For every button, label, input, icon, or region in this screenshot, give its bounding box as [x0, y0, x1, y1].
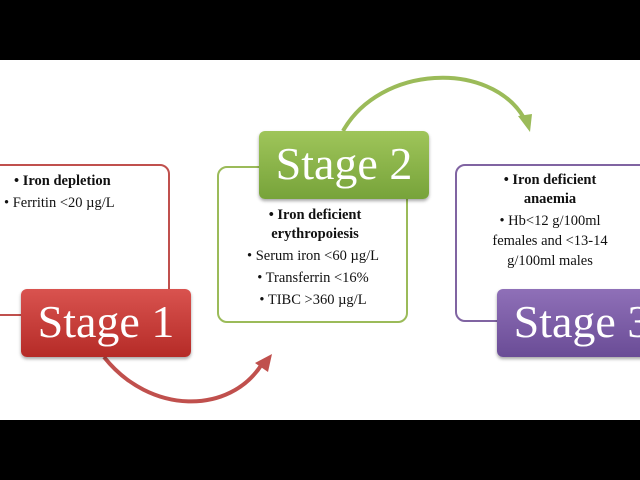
stage-2-bullet: • Transferrin <16% [257, 270, 369, 286]
stage-1-heading: • Iron depletion [14, 173, 111, 189]
green-curved-arrow [341, 75, 526, 132]
stage-2-bullet: • TIBC >360 µg/L [259, 292, 367, 308]
stage-2-heading-line-1: • Iron deficient [268, 207, 362, 223]
stage-3-bullet-line: g/100ml males [507, 253, 593, 269]
stage-1-label: Stage 1 [21, 289, 191, 357]
stage-2-heading-line-2: erythropoiesis [271, 226, 359, 242]
stage-2-bullet: • Serum iron <60 µg/L [247, 248, 379, 264]
stage-3-heading-line-1: • Iron deficient [503, 172, 597, 188]
stage-1-bullet: • Ferritin <20 µg/L [4, 195, 115, 211]
stage-3-label: Stage 3 [497, 289, 640, 357]
green-arrowhead-icon [518, 114, 532, 132]
stage-2-label: Stage 2 [259, 131, 429, 199]
red-curved-arrow [102, 355, 264, 404]
connector-arrows [102, 75, 532, 404]
stage-3-bullet-line: • Hb<12 g/100ml [499, 213, 601, 229]
slide: • Iron depletion • Ferritin <20 µg/L • I… [0, 60, 640, 420]
stage-3-heading-line-2: anaemia [523, 191, 577, 207]
red-arrowhead-icon [255, 354, 272, 372]
stage-3-bullet-line: females and <13-14 [492, 233, 608, 249]
